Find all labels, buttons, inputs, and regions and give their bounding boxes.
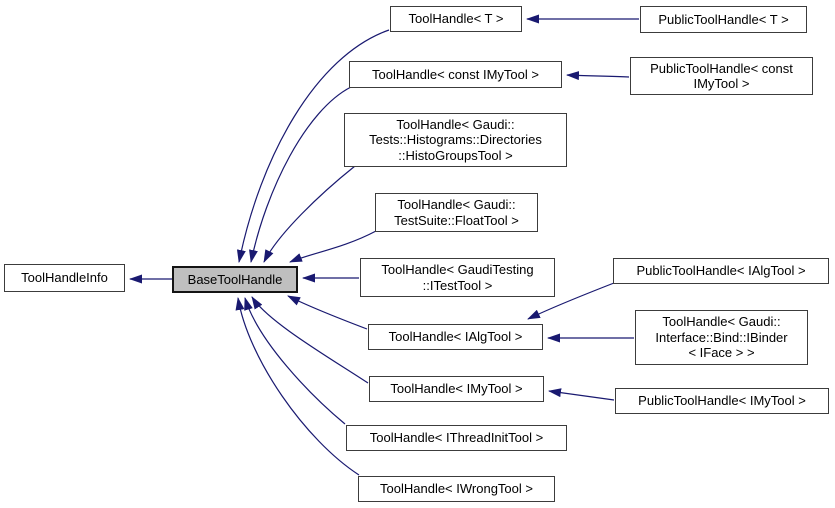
node-public-tool-handle-imytool[interactable]: PublicToolHandle< IMyTool > <box>615 388 829 414</box>
node-tool-handle-floattool[interactable]: ToolHandle< Gaudi:: TestSuite::FloatTool… <box>375 193 538 232</box>
node-tool-handle-ialgtool[interactable]: ToolHandle< IAlgTool > <box>368 324 543 350</box>
edge-public-tool-handle-ialgtool-to-tool-handle-ialgtool <box>527 282 615 320</box>
edge-tool-handle-t-to-base-tool-handle <box>236 29 390 263</box>
node-tool-handle-iwrongtool[interactable]: ToolHandle< IWrongTool > <box>358 476 555 502</box>
node-tool-handle-t[interactable]: ToolHandle< T > <box>390 6 522 32</box>
node-tool-handle-info[interactable]: ToolHandleInfo <box>4 264 125 292</box>
edge-tool-handle-floattool-to-base-tool-handle <box>289 230 377 263</box>
node-base-tool-handle[interactable]: BaseToolHandle <box>172 266 298 293</box>
edge-tool-handle-histogroupstool-to-base-tool-handle <box>263 165 356 263</box>
edge-tool-handle-imytool-to-base-tool-handle <box>251 296 369 384</box>
node-public-tool-handle-const-imytool[interactable]: PublicToolHandle< const IMyTool > <box>630 57 813 95</box>
edge-tool-handle-ialgtool-to-base-tool-handle <box>287 295 368 330</box>
edge-tool-handle-const-imytool-to-base-tool-handle <box>249 86 352 263</box>
node-tool-handle-itesttool[interactable]: ToolHandle< GaudiTesting ::ITestTool > <box>360 258 555 297</box>
edge-public-tool-handle-imytool-to-tool-handle-imytool <box>548 388 615 401</box>
node-tool-handle-ithreadinittool[interactable]: ToolHandle< IThreadInitTool > <box>346 425 567 451</box>
node-tool-handle-imytool[interactable]: ToolHandle< IMyTool > <box>369 376 544 402</box>
edge-tool-handle-ithreadinittool-to-base-tool-handle <box>244 297 346 425</box>
node-public-tool-handle-t[interactable]: PublicToolHandle< T > <box>640 6 807 33</box>
node-tool-handle-histogroupstool[interactable]: ToolHandle< Gaudi:: Tests::Histograms::D… <box>344 113 567 167</box>
node-tool-handle-const-imytool[interactable]: ToolHandle< const IMyTool > <box>349 61 562 88</box>
node-tool-handle-ibinder-iface[interactable]: ToolHandle< Gaudi:: Interface::Bind::IBi… <box>635 310 808 365</box>
edge-tool-handle-iwrongtool-to-base-tool-handle <box>235 297 360 476</box>
edge-public-tool-handle-const-imytool-to-tool-handle-const-imytool <box>566 71 630 81</box>
node-public-tool-handle-ialgtool[interactable]: PublicToolHandle< IAlgTool > <box>613 258 829 284</box>
